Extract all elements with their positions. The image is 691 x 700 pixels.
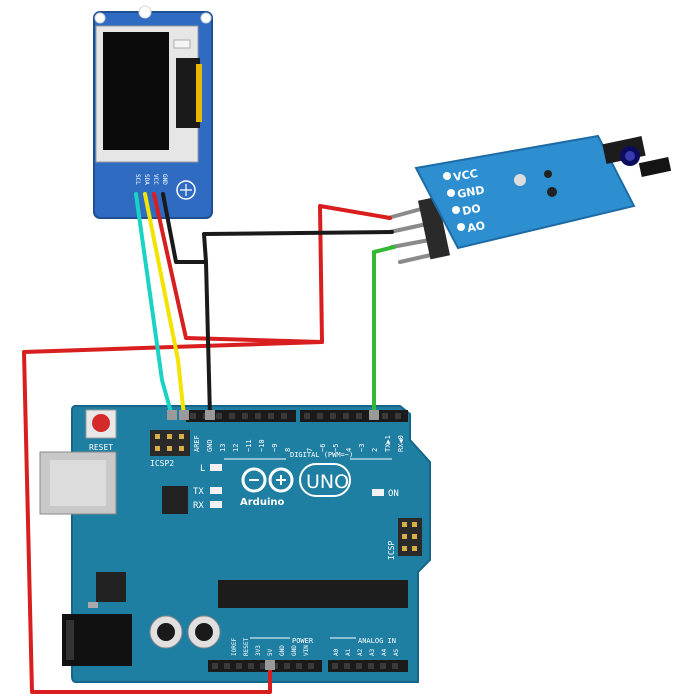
header-pin-hole [317,413,323,419]
header-pin-label: TX▶1 [384,435,392,452]
brand-label: Arduino [240,497,284,508]
oled-pin-label: GND [161,174,168,185]
header-pin-label: RESET [243,638,250,656]
header-pin-label: AREF [193,435,201,452]
icsp2-label: ICSP2 [150,459,174,468]
wire-ends [167,410,379,670]
header-pin-label: 8 [284,448,292,452]
model-label: UNO [306,471,349,493]
reset-button[interactable] [92,414,110,432]
on-label: ON [388,489,399,499]
header-pin-label: ~6 [319,444,327,452]
wire-oled-gnd [161,192,212,418]
header-pin-hole [260,663,266,669]
wire-oled-scl [134,192,174,418]
wire-sensor-do [372,245,396,418]
header-pin-hole [356,413,362,419]
header-pin-hole [392,663,398,669]
header-pin-label: ~3 [358,444,366,452]
ir-sensor-module: VCC GND DO AO [386,134,672,264]
header-pin-hole [330,413,336,419]
oled-pin-label: SDA [143,174,150,185]
header-pin-label: 4 [345,448,353,452]
oled-pin-label: VCC [152,174,159,185]
wire-sensor-vcc [22,204,392,694]
header-pin-hole [281,413,287,419]
header-pin-label: ~9 [271,444,279,452]
ir-pin-label-ao: AO [466,219,486,235]
header-pin-label: GND [291,645,298,656]
header-pin-label: 13 [219,444,227,452]
header-pin-label: 5V [267,648,274,656]
header-pin-label: RX◀0 [397,435,405,452]
header-pin-hole [236,663,242,669]
header-pin-label: 12 [232,444,240,452]
header-pin-hole [242,413,248,419]
header-pin-label: A2 [357,648,364,656]
header-pin-label: VIN [303,645,310,656]
header-pin-hole [308,663,314,669]
header-pin-label: ~11 [245,439,253,452]
header-pin-hole [343,413,349,419]
header-pin-hole [395,413,401,419]
header-pin-hole [284,663,290,669]
header-pin-hole [212,663,218,669]
header-pin-hole [229,413,235,419]
header-pin-hole [380,663,386,669]
header-pin-label: 7 [306,448,314,452]
wire-oled-vcc [152,192,324,344]
header-pin-label: A1 [345,648,352,656]
power-label: POWER [292,637,314,645]
header-pin-hole [356,663,362,669]
oled-pin-label: SCL [134,174,141,185]
ir-pin-label-do: DO [461,202,481,218]
header-pin-label: GND [279,645,286,656]
arduino-uno-board: RESET ICSP2 L TX RX ON [39,405,431,683]
header-pin-hole [268,413,274,419]
header-pin-label: A0 [333,648,340,656]
header-pin-hole [224,663,230,669]
header-pin-label: IOREF [231,638,238,656]
led-l-label: L [200,464,205,474]
oled-module: SCL SDA VCC GND [93,5,213,219]
header-pin-label: A3 [369,648,376,656]
header-pin-hole [190,413,196,419]
header-pin-hole [216,413,222,419]
header-pin-hole [296,663,302,669]
grove-logo-icon [176,180,196,200]
header-pin-hole [332,663,338,669]
led-rx-label: RX [193,501,204,511]
header-pin-hole [344,663,350,669]
wire-sensor-gnd [202,230,394,264]
arduino-logo-icon [241,467,294,493]
header-pin-label: ~5 [332,444,340,452]
icsp-label: ICSP [387,541,396,560]
header-pin-hole [304,413,310,419]
analog-label: ANALOG IN [358,637,396,645]
led-tx-label: TX [193,487,204,497]
header-pin-label: ~10 [258,439,266,452]
ir-pin-label-vcc: VCC [452,167,479,184]
ir-pin-label-gnd: GND [456,183,485,201]
wires [22,192,396,694]
header-pin-label: 3V3 [255,645,262,656]
header-pin-label: GND [206,439,214,452]
header-pin-hole [248,663,254,669]
reset-label: RESET [89,443,113,452]
header-pin-label: A5 [393,648,400,656]
wire-oled-sda [143,192,186,418]
header-pin-hole [368,663,374,669]
header-pin-label: 2 [371,448,379,452]
header-pin-hole [255,413,261,419]
header-pin-hole [382,413,388,419]
header-pin-label: A4 [381,648,388,656]
digital-label: DIGITAL (PWM=~) [290,451,353,459]
